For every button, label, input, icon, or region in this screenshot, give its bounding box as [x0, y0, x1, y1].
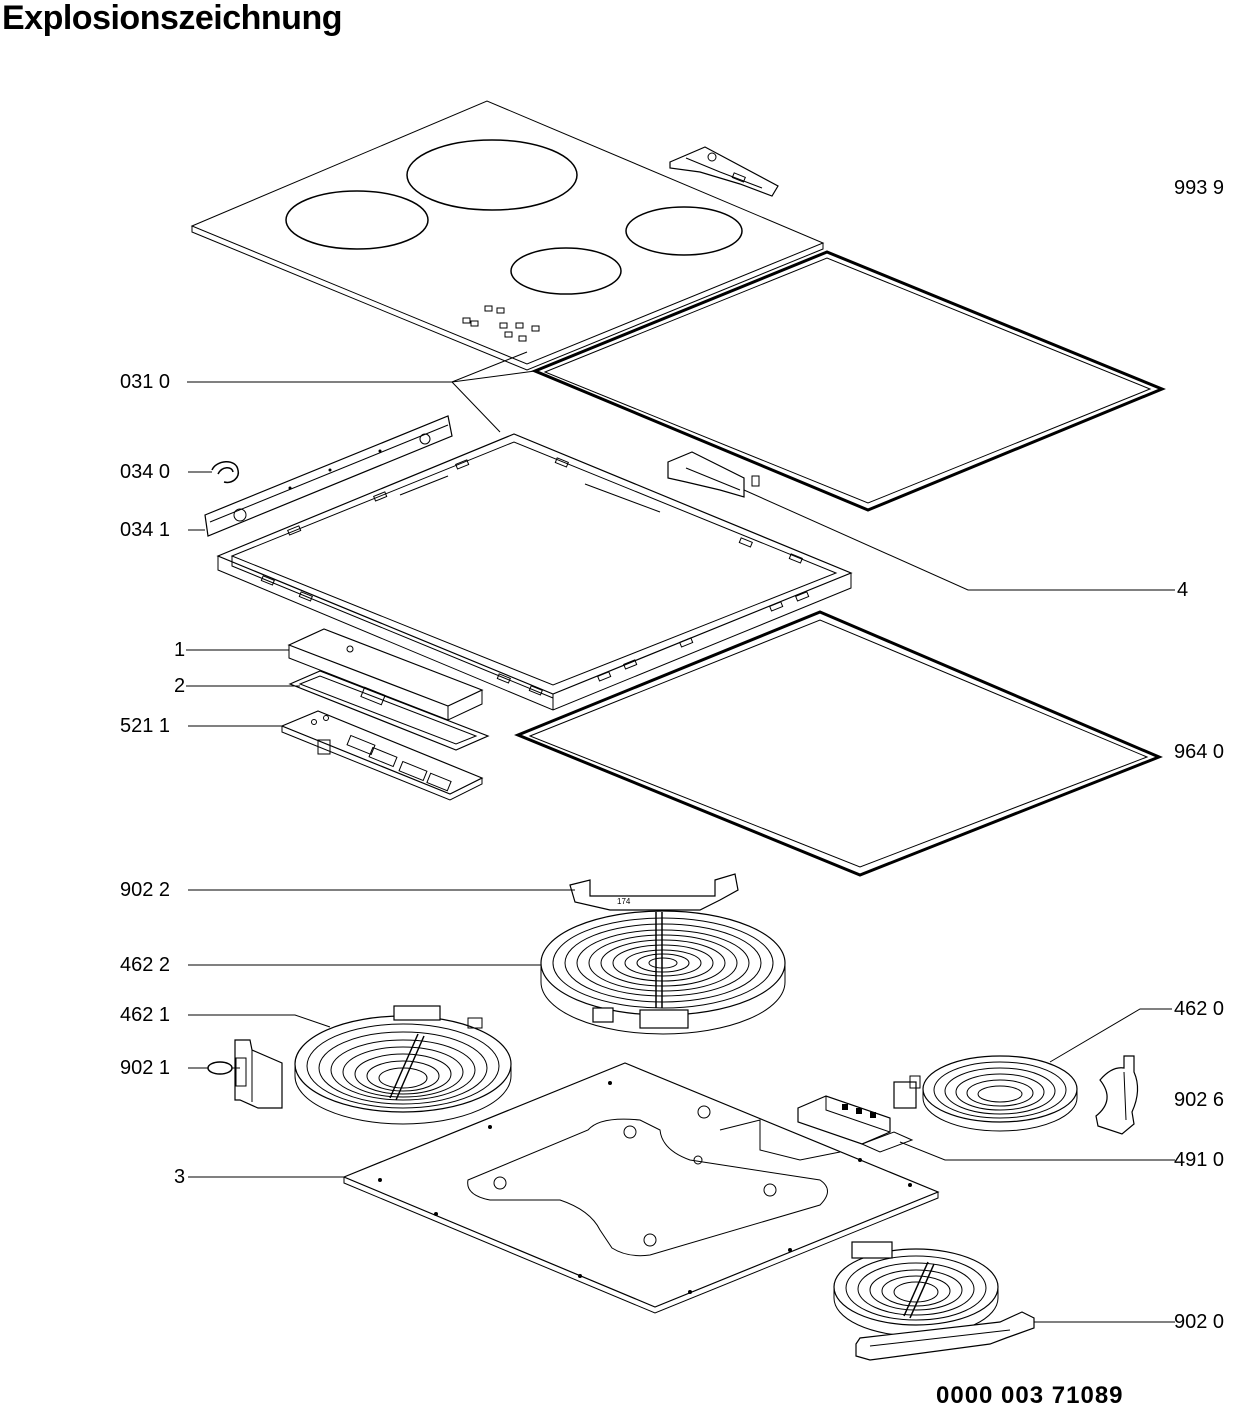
part-label-2: 2	[174, 675, 186, 697]
frame-4	[216, 433, 853, 711]
part-label-9026: 902 6	[1174, 1089, 1225, 1111]
bottom-seal-9640	[514, 610, 1163, 877]
part-label-9021: 902 1	[120, 1057, 171, 1079]
page-title: Explosionszeichnung	[2, 0, 342, 37]
touch-controls	[462, 305, 540, 342]
part-label-9939: 993 9	[1174, 177, 1225, 199]
radiant-heater-4622	[540, 910, 786, 1035]
part-label-4620: 462 0	[1174, 998, 1225, 1020]
frame-bracket	[667, 451, 760, 498]
part-label-9022: 902 2	[120, 879, 171, 901]
part-label-9640: 964 0	[1174, 741, 1225, 763]
part-label-0340: 034 0	[120, 461, 171, 483]
clip-0340	[211, 461, 240, 484]
part-label-4622: 462 2	[120, 954, 171, 976]
heater-bracket-9022: 174	[569, 873, 739, 911]
leader-lines	[186, 351, 1175, 1323]
part-label-9020: 902 0	[1174, 1311, 1225, 1333]
radiant-heater-bottom	[833, 1241, 999, 1337]
terminal-block-4910	[797, 1095, 914, 1153]
part-label-4621: 462 1	[120, 1004, 171, 1026]
part-label-1: 1	[174, 639, 186, 661]
heater-bracket-9020	[855, 1311, 1035, 1361]
part-label-3: 3	[174, 1166, 186, 1188]
radiant-heater-4620	[893, 1055, 1078, 1132]
part-label-0310: 031 0	[120, 371, 171, 393]
part-label-4910: 491 0	[1174, 1149, 1225, 1171]
radiant-heater-4621	[294, 1005, 512, 1125]
glass-ceramic-top	[190, 100, 825, 371]
control-plate-2	[288, 670, 490, 751]
part-label-0341: 034 1	[120, 519, 171, 541]
part-label-5211: 521 1	[120, 715, 171, 737]
frame-slots	[260, 457, 810, 696]
document-number: 0000 003 71089	[936, 1382, 1124, 1409]
electronics-board-5211	[280, 710, 484, 801]
base-tray-3	[342, 1062, 940, 1314]
side-rail-0341	[204, 415, 453, 537]
part-label-4: 4	[1177, 579, 1189, 601]
heater-bracket-9026	[1095, 1055, 1139, 1135]
svg-text:174: 174	[617, 897, 631, 906]
mounting-bracket-9939	[669, 146, 779, 197]
frame-seal-0310	[531, 250, 1166, 512]
heater-bracket-9021	[207, 1039, 283, 1109]
